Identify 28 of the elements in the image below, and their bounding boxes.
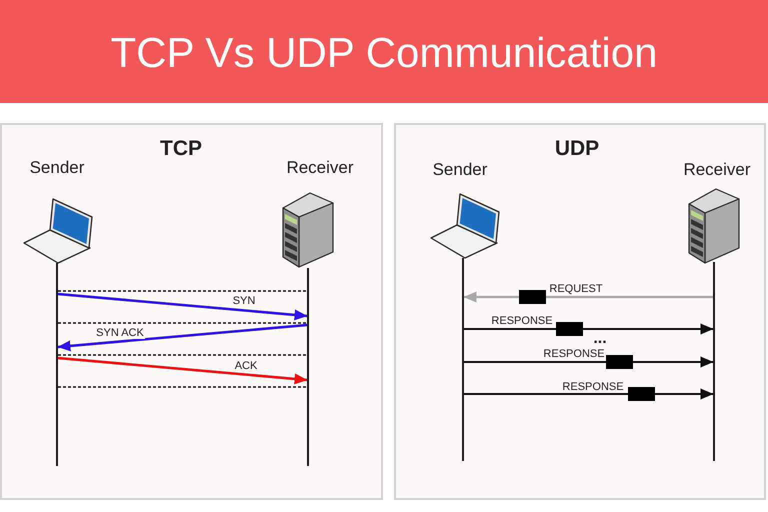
edge-label: RESPONSE <box>542 348 606 360</box>
arrow <box>464 356 714 368</box>
edge-label: RESPONSE <box>490 315 554 327</box>
participant-label: Receiver <box>286 158 354 178</box>
edge-label: RESPONSE <box>561 381 625 393</box>
edge-label: SYN <box>232 295 256 307</box>
panel-heading: TCP <box>160 137 202 161</box>
arrow <box>464 324 714 334</box>
arrow <box>464 292 713 302</box>
participant-label: Receiver <box>683 160 751 180</box>
arrow <box>58 292 308 320</box>
dashed-line <box>58 354 307 356</box>
panel <box>0 123 383 500</box>
participant-label: Sender <box>30 158 84 178</box>
dashed-line <box>58 290 307 292</box>
dashed-line <box>58 386 307 388</box>
panel-heading: UDP <box>554 137 600 161</box>
edge-label: ACK <box>234 360 258 372</box>
participant-label: Sender <box>432 160 488 180</box>
arrow <box>464 388 714 400</box>
arrow <box>58 324 308 352</box>
edge-label: SYN ACK <box>95 327 145 339</box>
dashed-line <box>58 322 307 324</box>
panel <box>394 123 766 500</box>
ellipsis: ... <box>593 333 607 345</box>
edge-label: REQUEST <box>548 283 604 295</box>
title-banner: TCP Vs UDP Communication <box>0 0 768 103</box>
arrow <box>58 356 308 384</box>
